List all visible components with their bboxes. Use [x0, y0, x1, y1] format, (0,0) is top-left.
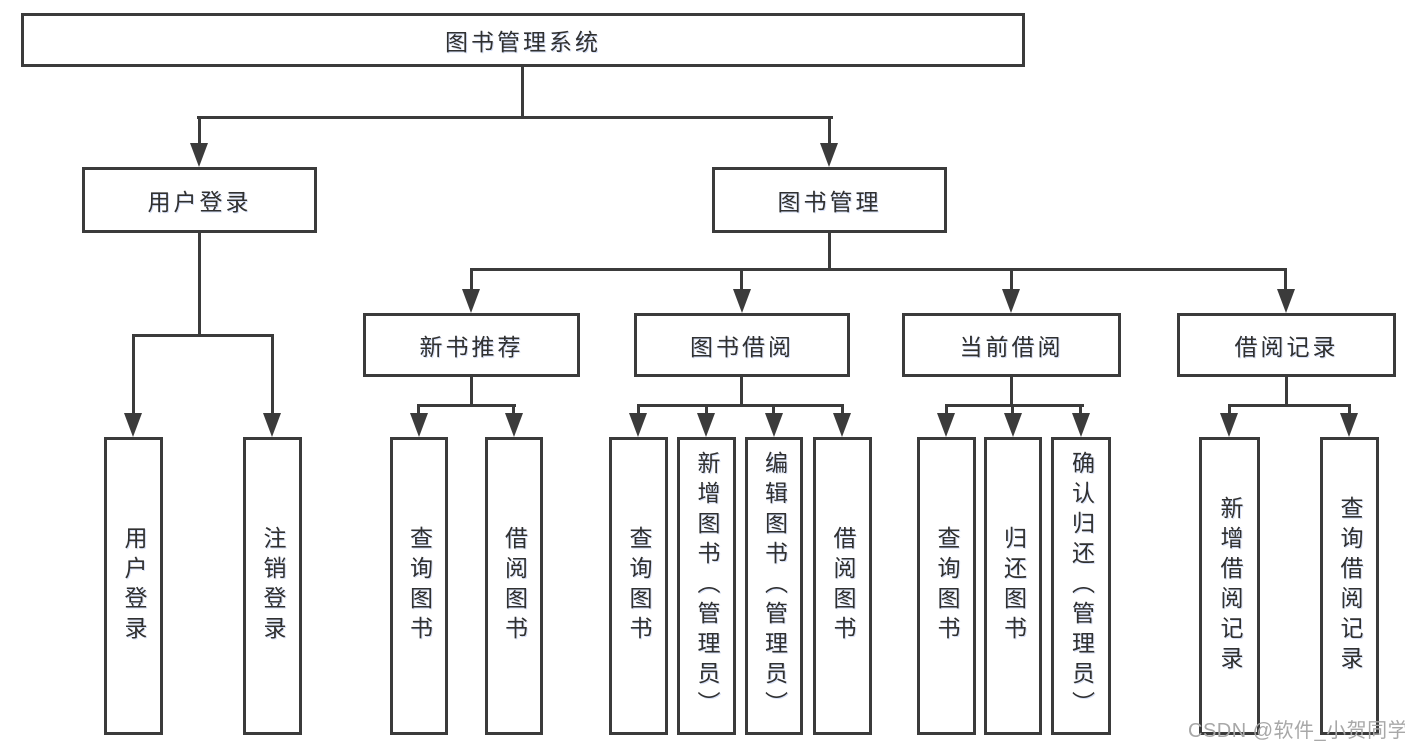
arrowhead-down-icon	[629, 413, 647, 437]
leaf-logout: 注销登录	[243, 437, 302, 735]
connector-line	[197, 116, 833, 119]
arrowhead-down-icon	[263, 413, 281, 437]
connector-line	[417, 404, 516, 407]
connector-line	[132, 334, 274, 337]
leaf-label: 借阅图书	[501, 526, 528, 646]
connector-line	[271, 334, 274, 414]
leaf-label: 查询图书	[934, 526, 960, 646]
leaf-borrow-books: 借阅图书	[485, 437, 543, 735]
leaf-label: 注销登录	[260, 526, 286, 646]
leaf-user-login: 用户登录	[104, 437, 163, 735]
leaf-add-borrow-record: 新增借阅记录	[1199, 437, 1260, 735]
leaf-label: 确认归还（管理员）	[1068, 451, 1095, 721]
connector-line	[470, 268, 473, 292]
leaf-return-books: 归还图书	[984, 437, 1042, 735]
arrowhead-down-icon	[1004, 413, 1022, 437]
connector-line	[512, 404, 515, 416]
leaf-label: 新增图书（管理员）	[694, 451, 720, 721]
arrowhead-down-icon	[462, 289, 480, 313]
connector-line	[417, 404, 420, 416]
node-library-management-system: 图书管理系统	[21, 13, 1025, 67]
leaf-label: 借阅图书	[830, 526, 856, 646]
arrowhead-down-icon	[1072, 413, 1090, 437]
leaf-label: 用户登录	[121, 526, 147, 646]
arrowhead-down-icon	[733, 289, 751, 313]
connector-line	[637, 404, 844, 407]
connector-line	[1228, 404, 1351, 407]
connector-line	[828, 116, 831, 146]
connector-line	[637, 404, 640, 416]
node-new-book-recommend: 新书推荐	[363, 313, 580, 377]
arrowhead-down-icon	[1002, 289, 1020, 313]
leaf-label: 查询借阅记录	[1337, 496, 1363, 676]
node-current-borrow: 当前借阅	[902, 313, 1121, 377]
connector-line	[470, 377, 473, 407]
arrowhead-down-icon	[190, 143, 208, 167]
node-book-borrow: 图书借阅	[634, 313, 850, 377]
leaf-borrow-books: 借阅图书	[813, 437, 872, 735]
connector-line	[470, 268, 1287, 271]
leaf-confirm-return-admin: 确认归还（管理员）	[1051, 437, 1111, 735]
connector-line	[1010, 268, 1013, 292]
connector-line	[1011, 404, 1014, 416]
connector-line	[1284, 268, 1287, 292]
connector-line	[198, 116, 201, 146]
arrowhead-down-icon	[124, 413, 142, 437]
leaf-query-books: 查询图书	[609, 437, 668, 735]
connector-line	[740, 377, 743, 407]
leaf-edit-books-admin: 编辑图书（管理员）	[745, 437, 803, 735]
leaf-query-borrow-record: 查询借阅记录	[1320, 437, 1379, 735]
node-borrow-record: 借阅记录	[1177, 313, 1396, 377]
arrowhead-down-icon	[410, 413, 428, 437]
leaf-label: 查询图书	[626, 526, 652, 646]
arrowhead-down-icon	[1277, 289, 1295, 313]
leaf-label: 编辑图书（管理员）	[761, 451, 788, 721]
connector-line	[132, 334, 135, 414]
connector-line	[841, 404, 844, 416]
arrowhead-down-icon	[820, 143, 838, 167]
connector-line	[945, 404, 1084, 407]
leaf-query-books: 查询图书	[917, 437, 976, 735]
leaf-label: 新增借阅记录	[1217, 496, 1243, 676]
connector-line	[198, 233, 201, 337]
connector-line	[705, 404, 708, 416]
node-book-management: 图书管理	[712, 167, 947, 233]
connector-line	[740, 268, 743, 292]
node-user-login: 用户登录	[82, 167, 317, 233]
connector-line	[1348, 404, 1351, 416]
arrowhead-down-icon	[1220, 413, 1238, 437]
csdn-watermark: CSDN @软件_小贺同学	[1188, 720, 1405, 742]
leaf-label: 归还图书	[1000, 526, 1027, 646]
leaf-add-books-admin: 新增图书（管理员）	[677, 437, 736, 735]
connector-line	[1285, 377, 1288, 407]
arrowhead-down-icon	[505, 413, 523, 437]
arrowhead-down-icon	[937, 413, 955, 437]
connector-line	[1228, 404, 1231, 416]
arrowhead-down-icon	[697, 413, 715, 437]
leaf-label: 查询图书	[406, 526, 433, 646]
connector-line	[1010, 377, 1013, 407]
leaf-query-books: 查询图书	[390, 437, 448, 735]
connector-line	[521, 67, 524, 119]
arrowhead-down-icon	[765, 413, 783, 437]
arrowhead-down-icon	[1340, 413, 1358, 437]
connector-line	[1079, 404, 1082, 416]
connector-line	[772, 404, 775, 416]
arrowhead-down-icon	[833, 413, 851, 437]
connector-line	[945, 404, 948, 416]
connector-line	[828, 233, 831, 271]
